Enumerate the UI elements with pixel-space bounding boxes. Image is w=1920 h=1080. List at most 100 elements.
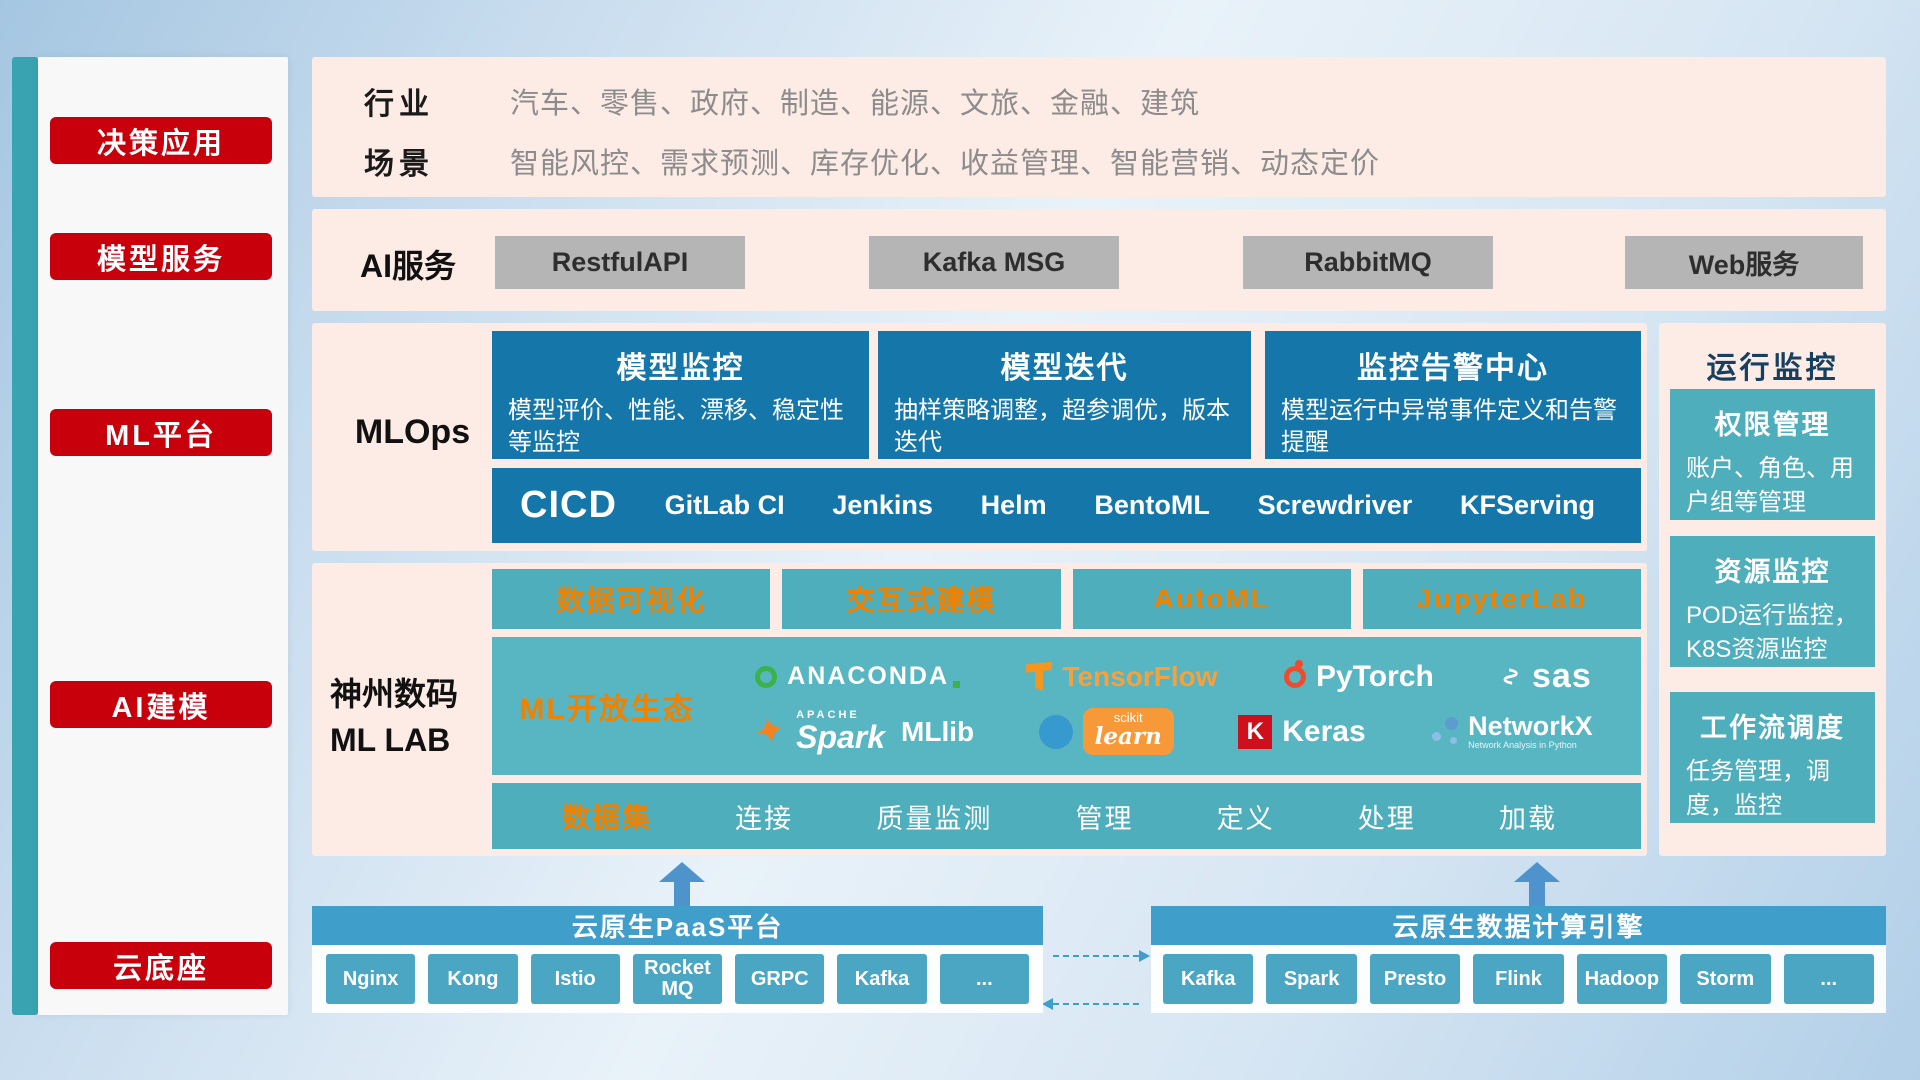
data-visualization-button[interactable]: 数据可视化 [492,569,771,629]
left-accent-bar [12,57,38,1015]
anaconda-logo: ANACONDA [755,662,961,691]
card-title: 工作流调度 [1700,713,1845,743]
scikit-learn-logo: scikit learn [1038,708,1174,755]
ml-lab-label: 神州数码 ML LAB [330,671,490,764]
permission-management-card: 权限管理 账户、角色、用户组等管理 [1670,389,1875,520]
resource-monitoring-card: 资源监控 POD运行监控，K8S资源监控 [1670,536,1875,667]
spark-star-icon: ✦ [750,707,791,756]
pytorch-flame-icon [1283,659,1306,688]
keras-label: Keras [1282,714,1366,748]
pytorch-label: PyTorch [1315,659,1434,693]
rocketmq-chip[interactable]: RocketMQ [632,954,723,1004]
kafka-chip[interactable]: Kafka [1163,954,1254,1004]
storm-chip[interactable]: Storm [1680,954,1771,1004]
runtime-monitor-title: 运行监控 [1706,352,1839,385]
dataset-bar: 数据集 连接 质量监测 管理 定义 处理 加载 [492,783,1641,849]
networkx-label: NetworkX [1468,710,1593,741]
spark-label: Spark [796,719,886,755]
jupyterlab-button[interactable]: JupyterLab [1362,569,1641,629]
tensorflow-label: TensorFlow [1062,660,1218,692]
interactive-modeling-button[interactable]: 交互式建模 [782,569,1061,629]
card-title: 模型迭代 [1000,352,1129,385]
card-desc: 抽样策略调整，超参调优，版本迭代 [894,397,1230,457]
spark-mllib-logo: ✦ APACHE Spark MLlib [750,707,975,756]
quality-monitoring-label: 质量监测 [876,803,993,834]
sidebar-item-decision-apps[interactable]: 决策应用 [50,117,272,164]
sidebar-item-cloud-base[interactable]: 云底座 [50,942,272,989]
card-desc: 模型评价、性能、漂移、稳定性等监控 [508,397,844,457]
learn-label: learn [1094,722,1162,750]
spark-chip[interactable]: Spark [1266,954,1357,1004]
more-chip[interactable]: ... [1783,954,1874,1004]
web-service-button[interactable]: Web服务 [1625,236,1863,289]
sidebar-item-model-service[interactable]: 模型服务 [50,233,272,280]
industry-scene-panel: 行业 汽车、零售、政府、制造、能源、文旅、金融、建筑 场景 智能风控、需求预测、… [312,57,1886,197]
dataset-label: 数据集 [562,802,653,833]
ml-lab-toolbar: 数据可视化 交互式建模 AutoML JupyterLab [492,569,1641,629]
ai-service-panel: AI服务 RestfulAPI Kafka MSG RabbitMQ Web服务 [312,209,1886,311]
ml-open-ecosystem: ML开放生态 ANACONDA TensorFlow PyTorch [492,637,1641,775]
dashed-arrow-left-icon [1042,998,1139,1010]
kfserving-label: KFServing [1459,490,1595,520]
anaconda-label: ANACONDA [787,662,950,691]
automl-button[interactable]: AutoML [1072,569,1351,629]
networkx-logo: NetworkX Network Analysis in Python [1430,710,1593,752]
restfulapi-button[interactable]: RestfulAPI [495,236,745,289]
dashed-arrow-right-icon [1053,950,1150,962]
networkx-wordmark: NetworkX Network Analysis in Python [1468,710,1593,752]
card-desc: 账户、角色、用户组等管理 [1686,455,1854,516]
ai-service-label: AI服务 [360,248,457,284]
paas-chip-row: Nginx Kong Istio RocketMQ GRPC Kafka ... [326,953,1029,1005]
ecosystem-logo-row-2: ✦ APACHE Spark MLlib scikit learn [722,707,1625,756]
kafka-chip[interactable]: Kafka [837,954,927,1004]
mlops-panel: MLOps 模型监控 模型评价、性能、漂移、稳定性等监控 模型迭代 抽样策略调整… [312,323,1647,551]
scikit-learn-wordmark: scikit learn [1082,708,1174,755]
sas-wave-icon: ∿ [1496,665,1527,688]
sidebar-item-ai-modeling[interactable]: AI建模 [50,681,272,728]
ml-lab-label-line2: ML LAB [330,722,451,759]
sidebar [38,57,288,1015]
hadoop-chip[interactable]: Hadoop [1576,954,1668,1004]
ecosystem-label: ML开放生态 [519,693,695,726]
model-iteration-card: 模型迭代 抽样策略调整，超参调优，版本迭代 [878,331,1251,459]
more-chip[interactable]: ... [939,954,1029,1004]
screwdriver-label: Screwdriver [1257,490,1413,520]
ecosystem-logo-row-1: ANACONDA TensorFlow PyTorch ∿ sas [722,657,1625,696]
card-title: 权限管理 [1714,410,1831,440]
scene-list: 智能风控、需求预测、库存优化、收益管理、智能营销、动态定价 [510,148,1381,180]
model-monitoring-card: 模型监控 模型评价、性能、漂移、稳定性等监控 [492,331,869,459]
nginx-chip[interactable]: Nginx [326,954,416,1004]
jenkins-label: Jenkins [832,490,933,520]
ml-lab-label-line1: 神州数码 [330,676,459,712]
ecosystem-logos: ANACONDA TensorFlow PyTorch ∿ sas [722,657,1641,755]
card-title: 监控告警中心 [1357,352,1549,385]
card-desc: 模型运行中异常事件定义和告警提醒 [1281,397,1617,457]
up-arrow-right-icon [1514,862,1560,906]
grpc-chip[interactable]: GRPC [735,954,825,1004]
istio-chip[interactable]: Istio [530,954,620,1004]
presto-chip[interactable]: Presto [1369,954,1461,1004]
kong-chip[interactable]: Kong [428,954,518,1004]
define-label: 定义 [1216,803,1275,834]
kafka-msg-button[interactable]: Kafka MSG [869,236,1119,289]
rabbitmq-button[interactable]: RabbitMQ [1243,236,1493,289]
cicd-label: CICD [520,484,617,526]
anaconda-ring-icon [755,665,778,688]
mllib-label: MLlib [901,715,975,747]
connect-label: 连接 [735,803,794,834]
sidebar-item-ml-platform[interactable]: ML平台 [50,409,272,456]
alert-center-card: 监控告警中心 模型运行中异常事件定义和告警提醒 [1265,331,1641,459]
process-label: 处理 [1357,803,1416,834]
ml-lab-panel: 神州数码 ML LAB 数据可视化 交互式建模 AutoML JupyterLa… [312,563,1647,856]
industry-label: 行业 [364,88,434,121]
scene-label: 场景 [364,148,434,181]
card-desc: 任务管理，调度，监控 [1686,758,1830,819]
mlops-label: MLOps [354,413,471,451]
tensorflow-icon [1026,661,1052,692]
helm-label: Helm [980,490,1047,520]
anaconda-dot-icon [953,681,961,689]
engine-bar-title: 云原生数据计算引擎 [1151,906,1886,945]
flink-chip[interactable]: Flink [1473,954,1564,1004]
keras-badge-icon: K [1238,714,1273,749]
